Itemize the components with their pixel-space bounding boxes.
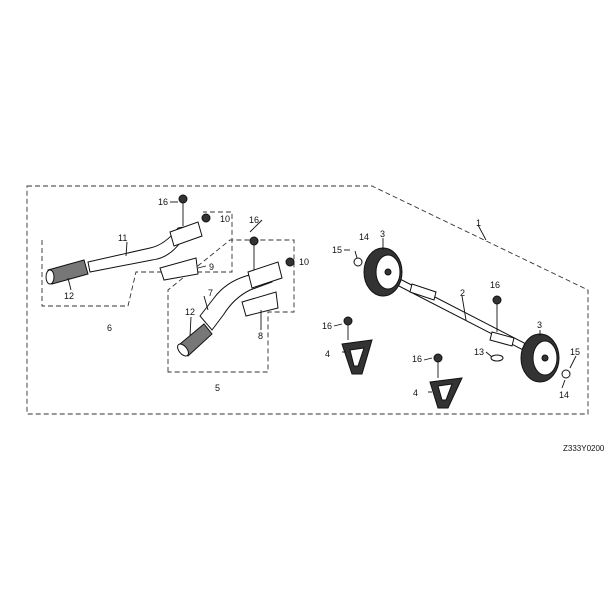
callout-16-foot-right: 16	[412, 354, 422, 364]
bolt-16-axle	[492, 295, 502, 332]
handle-group-box-6	[41, 211, 233, 307]
callout-14-left: 14	[359, 232, 369, 242]
bolt-16-foot-right	[433, 353, 443, 378]
callout-1: 1	[476, 218, 481, 228]
diagram-code: Z333Y0200	[563, 444, 605, 453]
callout-3-left: 3	[380, 229, 385, 239]
handle-7	[199, 261, 283, 331]
nut-10-upper	[201, 213, 211, 223]
callout-14-right: 14	[559, 390, 569, 400]
callout-4-left: 4	[325, 349, 330, 359]
wheel-3-right	[520, 333, 560, 383]
callout-10-upper: 10	[220, 214, 230, 224]
callout-3-right: 3	[537, 320, 542, 330]
handle-11	[87, 221, 203, 281]
callout-4-right: 4	[413, 388, 418, 398]
wheel-3-left	[363, 247, 403, 297]
bolt-16-center	[249, 236, 259, 270]
washer-14-right	[561, 369, 571, 379]
bolt-16-foot-left	[343, 316, 353, 340]
washer-14-left	[353, 257, 363, 267]
foot-4-right	[429, 377, 463, 409]
nut-10-center	[285, 257, 295, 267]
leader-lines	[67, 224, 577, 393]
assembly-boundary	[26, 185, 589, 415]
bolt-16-upper	[178, 194, 188, 226]
callout-15-right: 15	[570, 347, 580, 357]
callout-13: 13	[474, 347, 484, 357]
callout-7: 7	[208, 288, 213, 298]
callout-12-lower: 12	[185, 307, 195, 317]
callout-16-upper: 16	[158, 197, 168, 207]
callout-9: 9	[209, 262, 214, 272]
callout-8: 8	[258, 331, 263, 341]
callout-16-axle: 16	[490, 280, 500, 290]
callout-10-center: 10	[299, 257, 309, 267]
callout-11: 11	[118, 233, 127, 243]
foot-4-left	[341, 339, 373, 375]
callout-6: 6	[107, 323, 112, 333]
callout-5: 5	[215, 383, 220, 393]
callout-16-foot-left: 16	[322, 321, 332, 331]
washer-13	[490, 354, 504, 362]
callout-12-upper: 12	[64, 291, 74, 301]
grip-12-lower	[177, 323, 213, 357]
grip-12-upper	[45, 259, 89, 285]
callout-16-center: 16	[249, 215, 259, 225]
callout-2: 2	[460, 288, 465, 298]
callout-15-left: 15	[332, 245, 342, 255]
